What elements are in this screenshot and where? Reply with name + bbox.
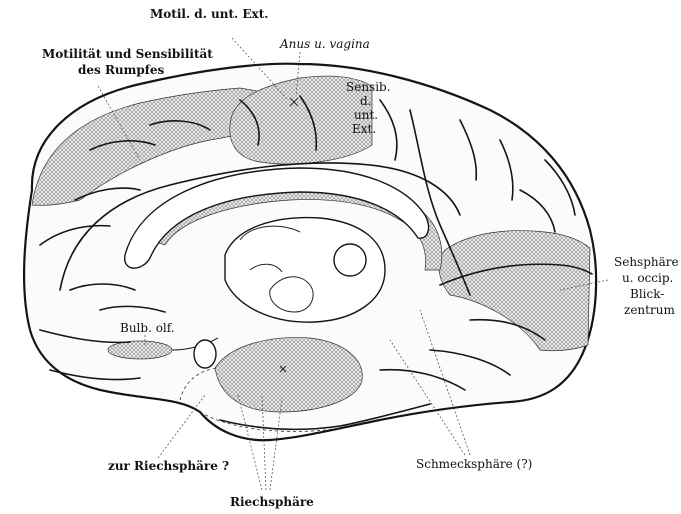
label-sehsphaere-3: Blick-	[630, 287, 664, 301]
label-sensib-2: d.	[360, 94, 372, 108]
pineal-region	[334, 244, 366, 276]
label-sehsphaere-2: u. occip.	[622, 271, 673, 285]
label-bulb-olf: Bulb. olf.	[120, 321, 175, 335]
olfactory-root	[194, 340, 216, 368]
label-motilitaet-2: des Rumpfes	[78, 63, 165, 77]
label-zur-riechsphaere: zur Riechsphäre ?	[108, 459, 229, 473]
label-sehsphaere-4: zentrum	[624, 303, 675, 317]
label-motil-unt-ext: Motil. d. unt. Ext.	[150, 7, 268, 21]
label-sehsphaere-1: Sehsphäre	[614, 255, 679, 269]
label-sensib-3: unt.	[354, 108, 378, 122]
label-sensib-4: Ext.	[352, 122, 376, 136]
label-anus-vagina: Anus u. vagina	[279, 37, 370, 51]
olfactory-bulb	[108, 341, 172, 359]
label-motilitaet-1: Motilität und Sensibilität	[42, 47, 213, 61]
label-riechsphaere: Riechsphäre	[230, 495, 314, 509]
label-schmecksphaere: Schmecksphäre (?)	[416, 457, 532, 471]
label-sensib-1: Sensib.	[346, 80, 391, 94]
